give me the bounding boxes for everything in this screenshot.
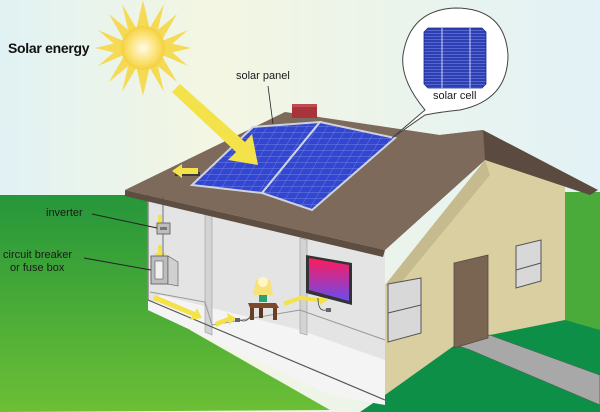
circuit-breaker-label-line2: or fuse box: [10, 262, 65, 274]
solar-panel-leader: [267, 85, 274, 125]
front-lawn: [360, 345, 600, 412]
chimney: [292, 104, 317, 118]
inverter-leader: [91, 213, 158, 229]
interior-partition: [204, 206, 213, 336]
lamp: [253, 277, 273, 302]
inverter: [156, 197, 171, 235]
window-right: [515, 239, 542, 289]
inverter-label: inverter: [46, 207, 83, 219]
sunlight-ray-arrow: [172, 84, 258, 165]
diagram-title: Solar energy: [8, 40, 90, 56]
solar-panel-label: solar panel: [236, 70, 290, 82]
solar-cell-callout: [391, 7, 509, 139]
circuit-breaker-label-line1: circuit breaker: [3, 249, 73, 261]
solar-cell-icon: [423, 27, 487, 89]
window-left: [387, 277, 422, 343]
television: [306, 255, 352, 305]
circuit-breaker-leader: [83, 257, 152, 271]
side-table: [248, 303, 279, 320]
door: [453, 254, 489, 349]
circuit-breaker-box: [150, 234, 179, 287]
sun-icon: [95, 0, 191, 96]
solar-cell-label: solar cell: [433, 90, 477, 102]
